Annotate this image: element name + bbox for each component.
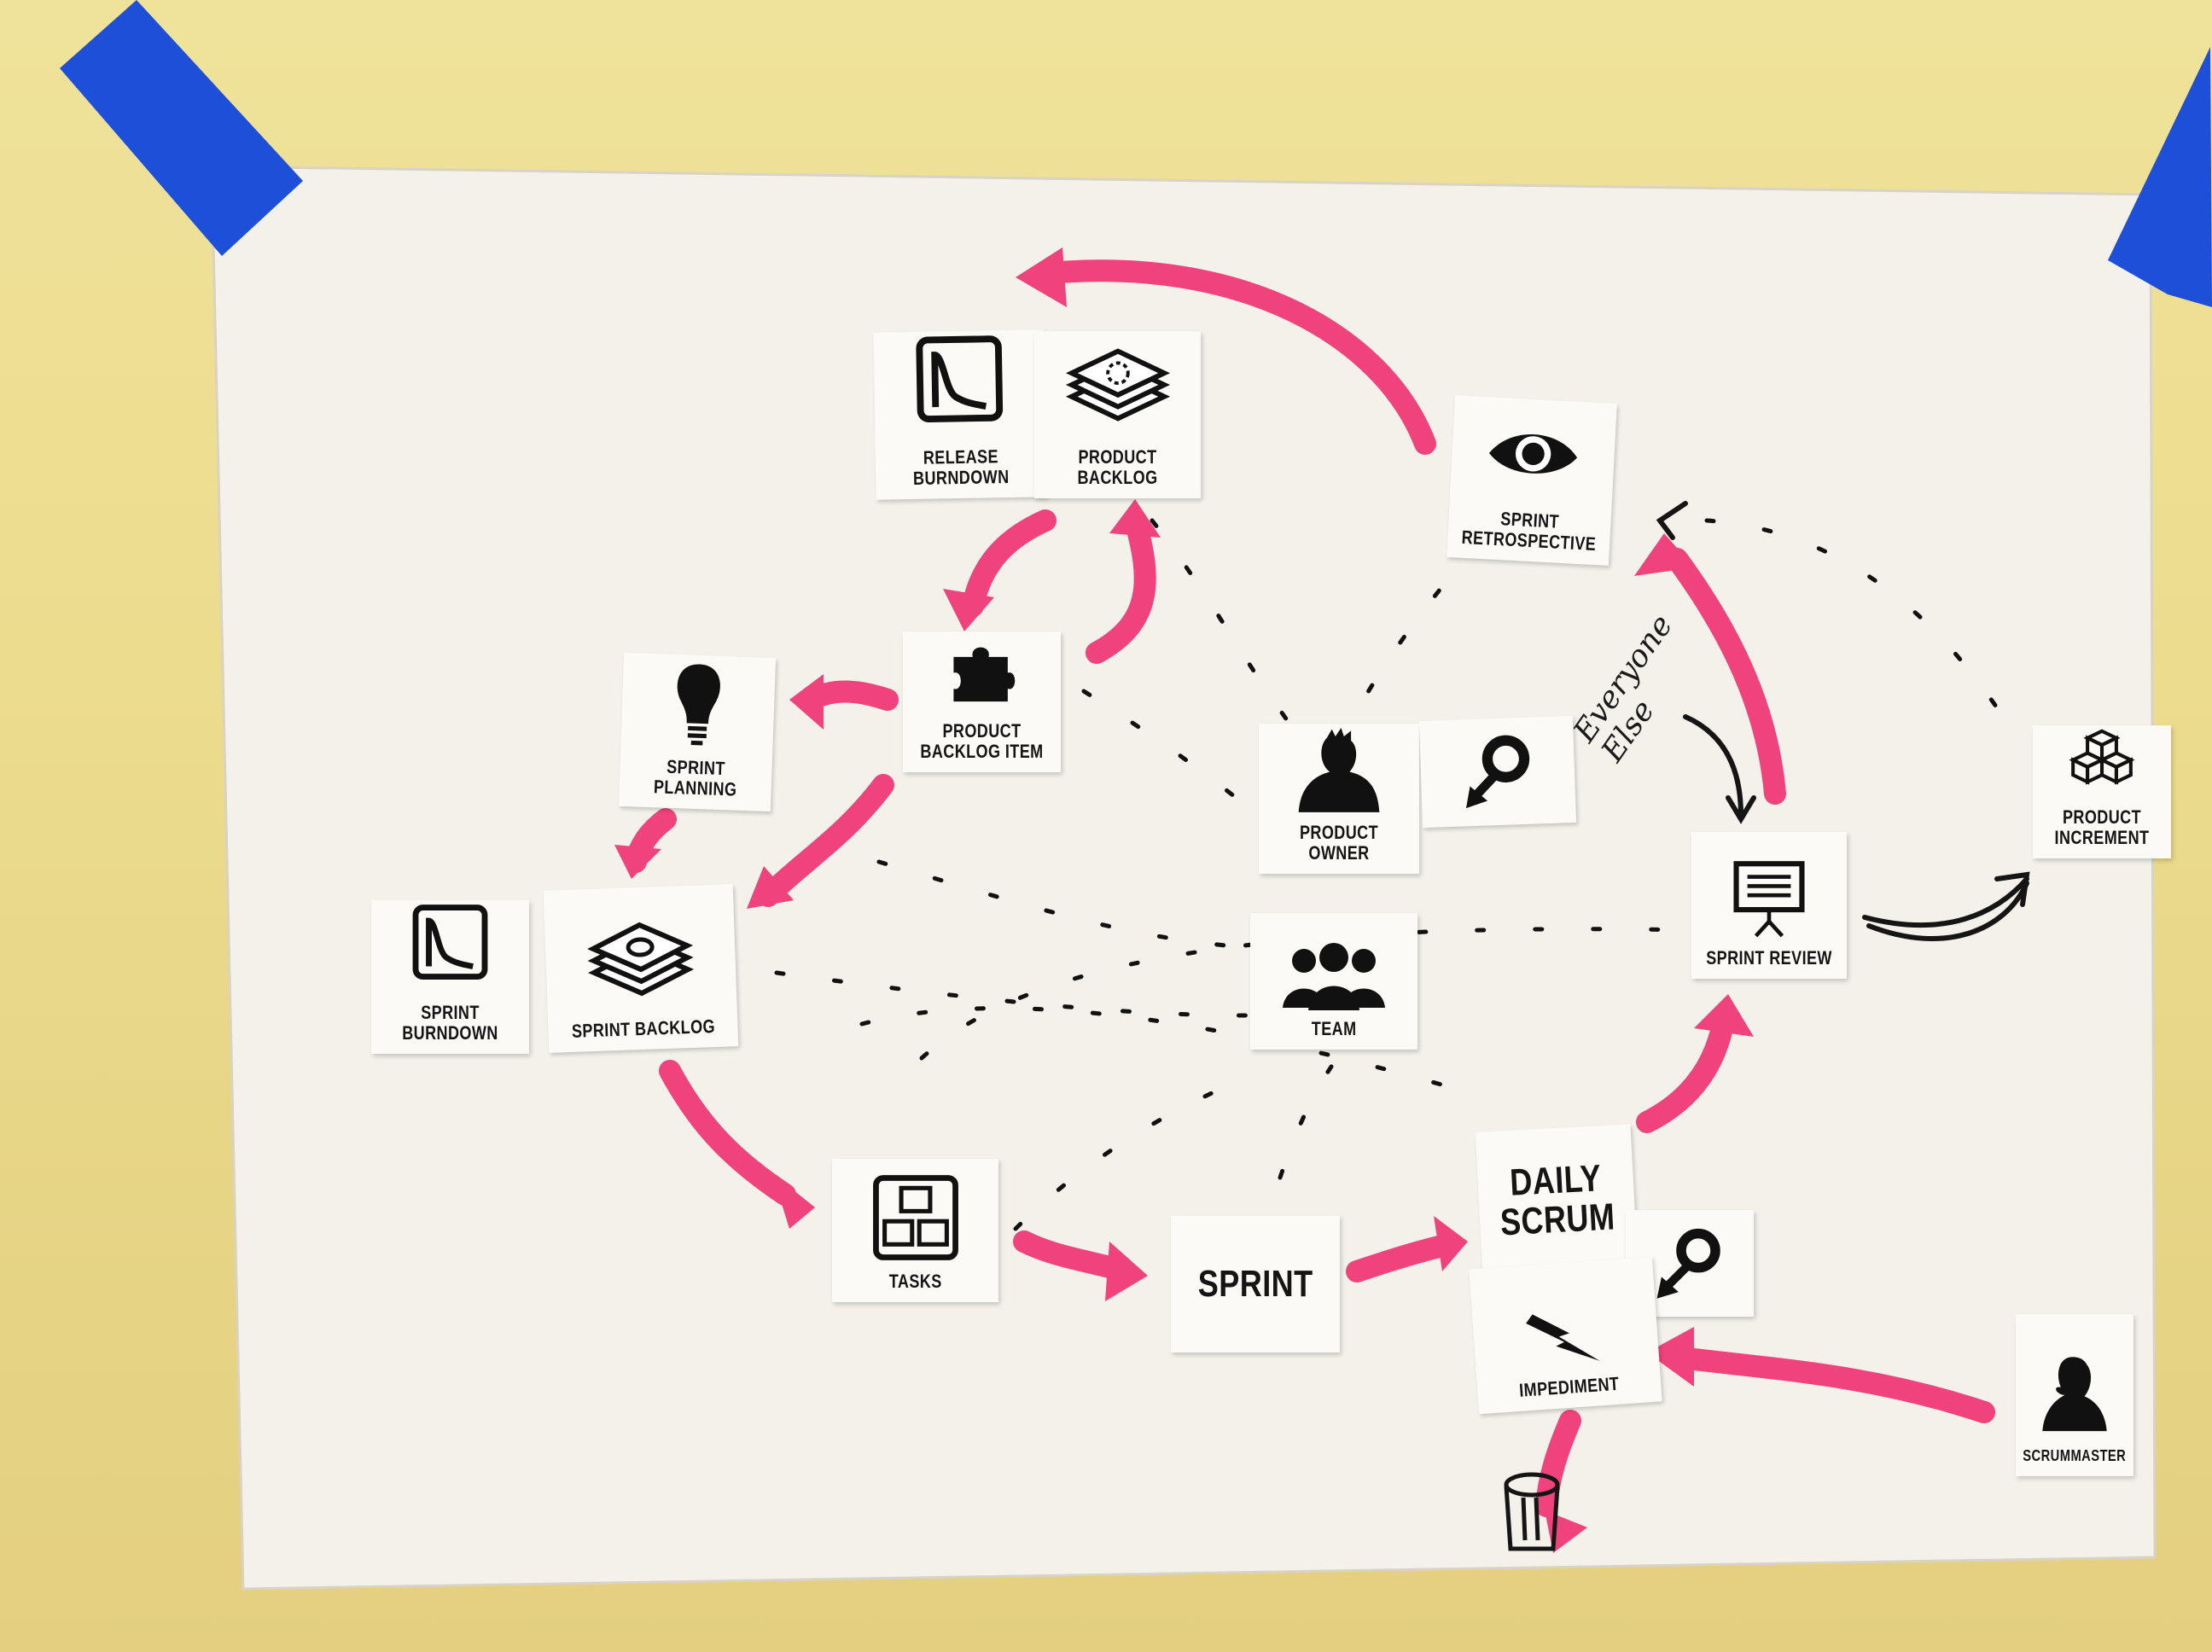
presentation-board-icon [1733,861,1805,938]
tasks-label: TASKS [888,1271,942,1292]
sprint-note: SPRINT [1171,1216,1340,1352]
product-owner-note: PRODUCT OWNER [1259,724,1419,874]
pink-marker-arrows [625,259,1995,1517]
product-backlog-label: PRODUCT BACKLOG [1077,446,1158,488]
team-label: TEAM [1311,1018,1357,1039]
sprint-retrospective-label: SPRINT RETROSPECTIVE [1460,508,1597,556]
burndown-chart-icon [916,335,1004,422]
product-increment-note: PRODUCT INCREMENT [2033,725,2171,858]
pin-arrow-icon-2 [1656,1228,1720,1299]
lightning-bolt-icon [1525,1314,1600,1361]
pink-arrowheads [614,247,1754,1553]
product-increment-label: PRODUCT INCREMENT [2054,806,2150,848]
product-backlog-note: PRODUCT BACKLOG [1034,331,1201,498]
role-marker-note [1418,715,1577,829]
daily-scrum-note: DAILY SCRUM [1475,1124,1639,1277]
sprint-review-note: SPRINT REVIEW [1691,832,1847,979]
blue-tape-right [2108,47,2212,307]
pin-arrow-icon [1466,735,1530,809]
product-owner-label: PRODUCT OWNER [1299,822,1379,864]
stacked-layers-icon-2 [587,922,695,997]
burndown-chart-icon-2 [412,905,488,980]
trash-can-doodle [1504,1472,1560,1551]
sprint-backlog-note: SPRINT BACKLOG [543,884,739,1053]
stacked-layers-icon [1065,348,1170,422]
product-backlog-item-note: PRODUCT BACKLOG ITEM [903,631,1061,772]
sprint-planning-label: SPRINT PLANNING [653,755,737,800]
sprint-burndown-note: SPRINT BURNDOWN [371,900,529,1054]
task-grid-icon [872,1175,958,1260]
person-silhouette-icon [1298,727,1380,812]
impediment-note: IMPEDIMENT [1469,1256,1662,1415]
impediment-label: IMPEDIMENT [1518,1372,1621,1401]
cubes-icon [2069,729,2135,785]
sprint-planning-note: SPRINT PLANNING [618,652,777,812]
release-burndown-label: RELEASE BURNDOWN [912,445,1010,489]
puzzle-piece-icon [952,647,1015,702]
woman-silhouette-icon [2042,1357,2107,1432]
sprint-burndown-label: SPRINT BURNDOWN [402,1002,498,1044]
sprint-retrospective-note: SPRINT RETROSPECTIVE [1447,395,1617,566]
dotted-cycle-lines [774,518,2017,1231]
lightbulb-icon [677,664,721,746]
blue-tape-left [60,0,303,256]
product-backlog-item-label: PRODUCT BACKLOG ITEM [920,720,1044,762]
eye-icon [1488,434,1578,474]
scrummaster-label: SCRUMMASTER [2023,1447,2127,1464]
black-pen-arrows [1656,501,2030,941]
release-burndown-note: RELEASE BURNDOWN [873,329,1047,500]
sprint-backlog-label: SPRINT BACKLOG [571,1015,715,1042]
team-note: TEAM [1250,913,1417,1050]
team-people-icon [1283,943,1385,1010]
sprint-label: SPRINT [1197,1263,1313,1305]
scrummaster-note: SCRUMMASTER [2016,1314,2133,1476]
sprint-review-label: SPRINT REVIEW [1706,947,1832,969]
daily-scrum-label: DAILY SCRUM [1499,1157,1616,1244]
tasks-note: TASKS [832,1159,998,1302]
